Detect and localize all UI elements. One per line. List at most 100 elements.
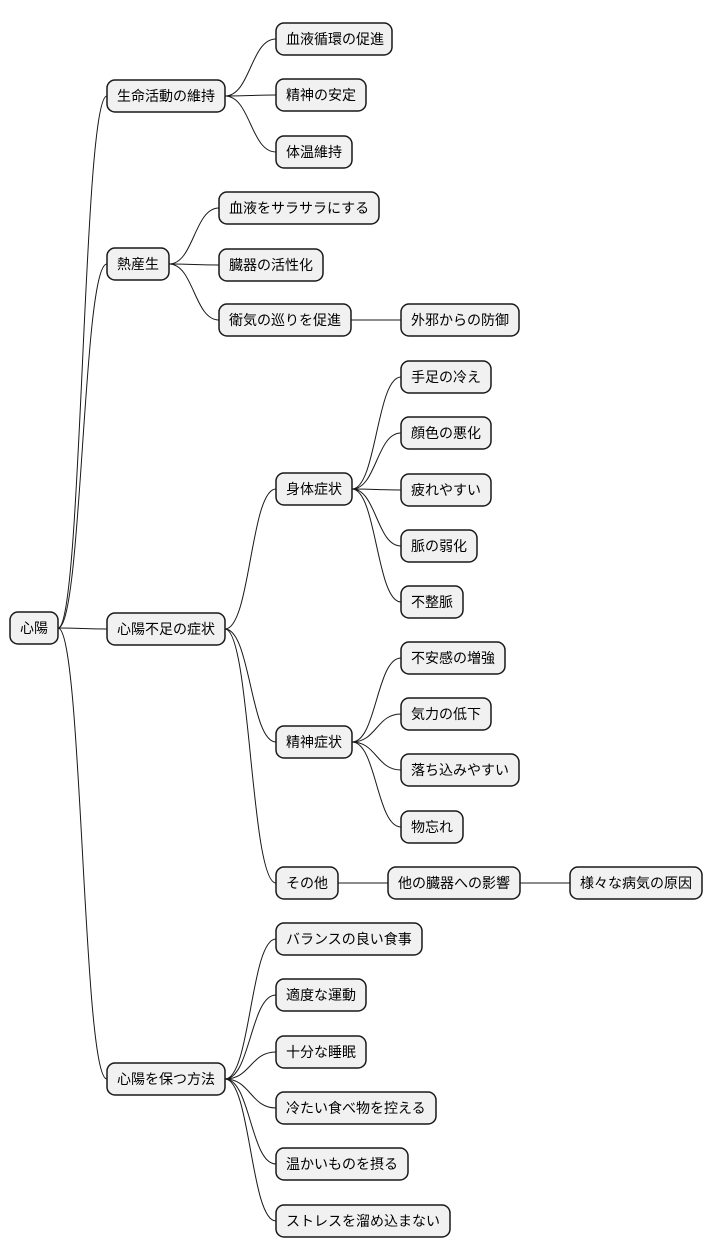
node-label: 他の臓器への影響 xyxy=(398,875,510,892)
connector-line xyxy=(224,1078,277,1222)
connector-line xyxy=(224,488,277,630)
node-box xyxy=(275,1035,367,1069)
connector-line xyxy=(351,713,402,743)
node-box xyxy=(106,612,226,646)
mindmap-leaf-node: 外邪からの防御 xyxy=(400,303,520,337)
node-box xyxy=(400,753,520,787)
connector-line xyxy=(57,263,108,629)
node-label: 冷たい食べ物を控える xyxy=(286,1100,426,1117)
connector-line xyxy=(57,627,108,1080)
node-label: 不整脈 xyxy=(411,595,453,611)
mindmap-leaf-node: 臓器の活性化 xyxy=(218,248,324,282)
mindmap-leaf-node: 適度な運動 xyxy=(275,978,367,1012)
mindmap-edges xyxy=(57,38,570,1222)
connector-line xyxy=(224,628,277,884)
mindmap-leaf-node: 様々な病気の原因 xyxy=(569,866,703,900)
node-label: 体温維持 xyxy=(286,145,342,161)
connector-line xyxy=(168,263,220,266)
node-box xyxy=(218,191,380,225)
mindmap-leaf-node: 物忘れ xyxy=(400,810,464,844)
mindmap-leaf-node: 不安感の増強 xyxy=(400,641,506,675)
connector-line xyxy=(224,95,277,153)
node-label: 十分な睡眠 xyxy=(286,1045,356,1061)
node-label: 血液をサラサラにする xyxy=(229,201,369,217)
node-label: 適度な運動 xyxy=(286,987,356,1004)
node-box xyxy=(275,78,367,112)
mindmap-leaf-node: ストレスを溜め込まない xyxy=(275,1204,451,1238)
node-label: 様々な病気の原因 xyxy=(580,876,692,892)
node-box xyxy=(275,725,353,759)
mindmap-leaf-node: 精神の安定 xyxy=(275,78,367,112)
connector-line xyxy=(168,263,220,321)
mindmap-leaf-node: 身体症状 xyxy=(275,472,353,506)
node-box xyxy=(569,866,703,900)
node-box xyxy=(400,529,478,563)
mindmap-leaf-node: 脈の弱化 xyxy=(400,529,478,563)
node-box xyxy=(400,303,520,337)
connector-line xyxy=(224,1078,277,1109)
node-box xyxy=(275,866,339,900)
connector-line xyxy=(224,94,277,97)
node-label: 物忘れ xyxy=(411,820,453,836)
connector-line xyxy=(351,741,402,828)
node-box xyxy=(387,866,521,900)
node-label: 熱産生 xyxy=(117,257,159,273)
connector-line xyxy=(351,741,402,771)
node-box xyxy=(275,1147,409,1181)
node-label: 身体症状 xyxy=(286,482,342,498)
connector-line xyxy=(351,488,402,547)
mindmap-leaf-node: 手足の冷え xyxy=(400,360,492,394)
node-label: 心陽 xyxy=(20,621,48,637)
node-label: 手足の冷え xyxy=(411,370,481,386)
connector-line xyxy=(351,376,402,490)
mindmap-leaf-node: その他 xyxy=(275,866,339,900)
node-label: 不安感の増強 xyxy=(411,650,495,667)
node-box xyxy=(400,641,506,675)
node-label: バランスの良い食事 xyxy=(286,931,412,948)
node-box xyxy=(275,472,353,506)
connector-line xyxy=(224,38,277,97)
node-box xyxy=(275,135,353,169)
node-label: 気力の低下 xyxy=(411,707,481,723)
mindmap-root-node: 心陽 xyxy=(9,611,59,645)
mindmap-branch-node: 生命活動の維持 xyxy=(106,79,226,113)
mindmap-leaf-node: 疲れやすい xyxy=(400,473,492,507)
node-label: 精神の安定 xyxy=(286,88,356,104)
mindmap-branch-node: 熱産生 xyxy=(106,247,170,281)
mindmap-leaf-node: 顔色の悪化 xyxy=(400,416,492,450)
mindmap-leaf-node: 血液循環の促進 xyxy=(275,22,393,56)
mindmap-branch-node: 心陽を保つ方法 xyxy=(106,1062,226,1096)
connector-line xyxy=(224,1051,277,1080)
connector-line xyxy=(224,938,277,1080)
node-box xyxy=(106,247,170,281)
node-box xyxy=(218,303,352,337)
node-label: 落ち込みやすい xyxy=(411,763,509,779)
connector-line xyxy=(224,1078,277,1165)
node-box xyxy=(275,22,393,56)
mindmap-leaf-node: 衛気の巡りを促進 xyxy=(218,303,352,337)
node-box xyxy=(400,360,492,394)
connector-line xyxy=(351,488,402,491)
mindmap-leaf-node: 気力の低下 xyxy=(400,697,492,731)
connector-line xyxy=(168,207,220,265)
connector-line xyxy=(224,628,277,743)
node-box xyxy=(9,611,59,645)
mindmap-leaf-node: 不整脈 xyxy=(400,585,464,619)
connector-line xyxy=(224,994,277,1080)
connector-line xyxy=(57,95,108,629)
node-label: 疲れやすい xyxy=(411,482,481,499)
mindmap-leaf-node: 他の臓器への影響 xyxy=(387,866,521,900)
mindmap-leaf-node: 温かいものを摂る xyxy=(275,1147,409,1181)
node-label: 衛気の巡りを促進 xyxy=(229,313,341,329)
connector-line xyxy=(351,432,402,490)
node-label: 温かいものを摂る xyxy=(286,1157,398,1173)
mindmap-branch-node: 心陽不足の症状 xyxy=(106,612,226,646)
node-label: 心陽不足の症状 xyxy=(117,622,215,638)
mindmap-leaf-node: 十分な睡眠 xyxy=(275,1035,367,1069)
node-box xyxy=(218,248,324,282)
connector-line xyxy=(351,657,402,743)
node-box xyxy=(275,978,367,1012)
connector-line xyxy=(351,488,402,603)
